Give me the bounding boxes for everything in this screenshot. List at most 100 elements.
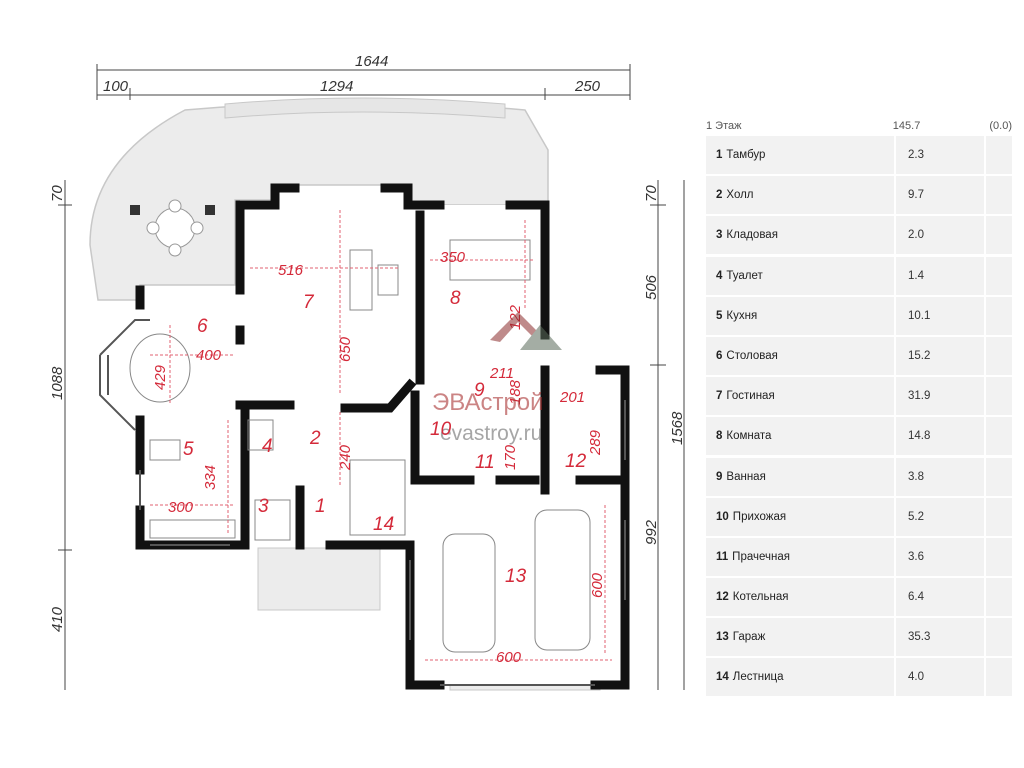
legend-room-number: 4 [716, 269, 723, 282]
total-area: 145.7 [892, 120, 921, 132]
room-number-11: 11 [475, 452, 495, 473]
legend-room-area: 6.4 [896, 578, 984, 617]
legend-room-extra [986, 658, 1012, 697]
dim-top-mid: 1294 [320, 78, 353, 95]
room-dim: 650 [337, 336, 354, 362]
legend-room-label: Кухня [726, 309, 758, 322]
extra-area: (0.0) [989, 120, 1012, 132]
legend-room-label: Тамбур [726, 149, 766, 161]
legend-room-extra [986, 618, 1012, 657]
legend-room-number: 12 [716, 591, 729, 604]
room-dim: 201 [559, 389, 585, 406]
room-dim: 300 [168, 499, 194, 516]
room-dim: 170 [502, 444, 519, 470]
room-dim: 400 [196, 347, 222, 364]
furniture [129, 239, 591, 653]
legend-room-number: 6 [716, 349, 723, 362]
evastroy-logo [490, 312, 562, 350]
legend-header: 1 Этаж 145.7 (0.0) [706, 116, 1012, 136]
room-number-12: 12 [565, 451, 587, 472]
legend-room-extra [986, 417, 1012, 456]
legend-room-label: Комната [726, 430, 772, 443]
legend-room-extra [986, 457, 1012, 496]
legend-room-number: 13 [716, 631, 729, 644]
legend-room-area: 15.2 [896, 336, 984, 375]
walls [135, 183, 630, 690]
floor-label: 1 Этаж [706, 120, 742, 132]
room-number-4: 4 [262, 436, 273, 457]
legend-room-label: Туалет [726, 269, 763, 282]
room-dim: 289 [587, 429, 604, 456]
room-dim: 429 [152, 364, 169, 390]
legend-room-label: Ванная [726, 470, 766, 483]
legend-room-extra [986, 256, 1012, 295]
legend-room-area: 1.4 [896, 256, 984, 295]
room-number-2: 2 [309, 428, 321, 449]
legend-room-extra [986, 377, 1012, 416]
legend-room-area: 10.1 [896, 296, 984, 335]
porch [257, 547, 381, 611]
dim-left-top: 70 [49, 185, 66, 202]
legend-room-label: Гостиная [726, 390, 775, 403]
legend-room-number: 5 [716, 309, 723, 322]
legend-room-number: 10 [716, 510, 729, 523]
watermark-site: evastroy.ru [440, 422, 542, 445]
legend-room-extra [986, 336, 1012, 375]
room-dim: 334 [202, 465, 219, 490]
legend-room-label: Прихожая [732, 510, 787, 523]
dim-left-mid: 1088 [49, 366, 66, 400]
room-number-1: 1 [315, 496, 326, 517]
legend-room-label: Холл [726, 189, 754, 202]
legend-room-area: 5.2 [896, 497, 984, 536]
legend-room-area: 31.9 [896, 377, 984, 416]
legend-room-area: 4.0 [896, 658, 984, 697]
room-number-13: 13 [505, 566, 527, 587]
room-dim: 600 [496, 649, 522, 666]
watermark-brand: ЭВАстрой [432, 389, 544, 416]
dim-top-left: 100 [103, 78, 129, 95]
legend-room-label: Столовая [726, 349, 778, 362]
room-dim: 516 [278, 262, 304, 279]
terrace [89, 97, 549, 301]
legend-room-area: 3.8 [896, 457, 984, 496]
dim-left-bottom: 410 [49, 606, 66, 632]
legend-room-label: Кладовая [726, 229, 778, 242]
legend-room-number: 3 [716, 229, 723, 242]
room-dim: 350 [440, 249, 466, 266]
legend-room-number: 11 [716, 550, 729, 563]
legend-room-area: 9.7 [896, 176, 984, 215]
legend-room-label: Лестница [732, 671, 784, 684]
dim-top-total: 1644 [355, 53, 388, 70]
legend-room-extra [986, 578, 1012, 617]
room-dim: 240 [337, 444, 354, 471]
legend-room-extra [986, 136, 1012, 174]
legend-room-number: 8 [716, 430, 723, 443]
legend-room-area: 2.3 [896, 136, 984, 174]
dim-right-b: 992 [643, 519, 660, 545]
room-number-6: 6 [197, 316, 208, 337]
legend-room-extra [986, 176, 1012, 215]
dim-right-top: 70 [643, 185, 660, 202]
